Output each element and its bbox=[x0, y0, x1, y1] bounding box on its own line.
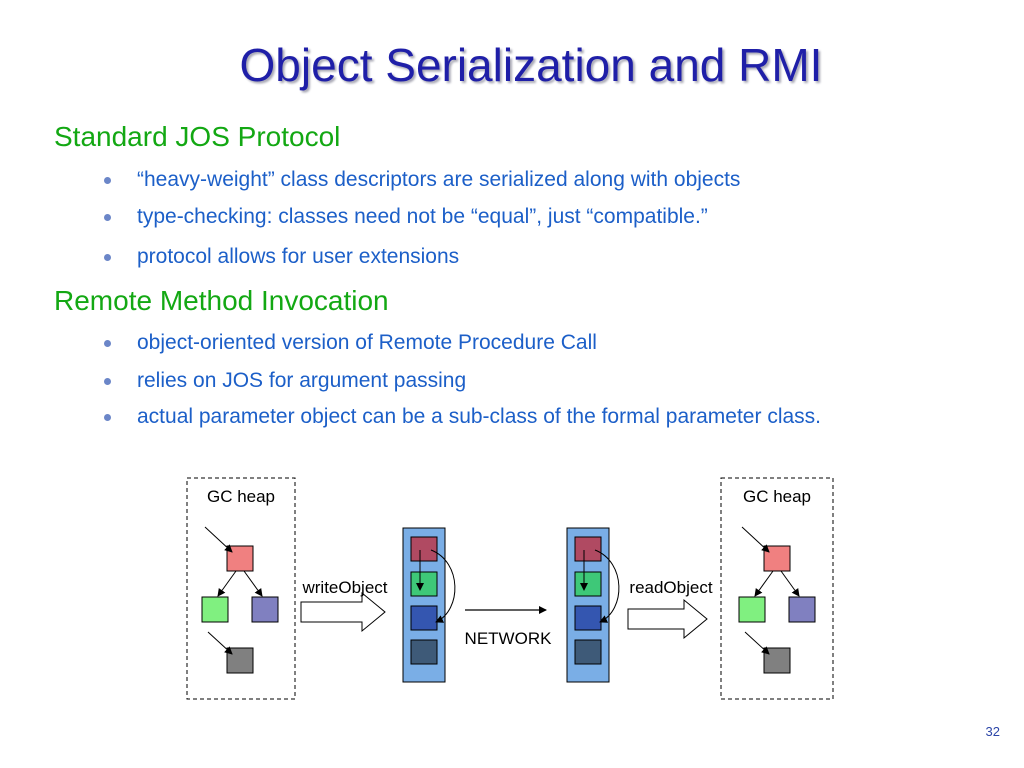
read-object-arrow: readObject bbox=[627, 578, 713, 640]
stream-cell bbox=[574, 536, 602, 562]
bullet-dot-icon bbox=[104, 378, 111, 385]
heap-object-red bbox=[226, 545, 254, 572]
reference-arrow bbox=[744, 631, 770, 655]
bullet-dot-icon bbox=[104, 214, 111, 221]
left-gc-heap: GC heap bbox=[186, 477, 296, 700]
heap-object-gray bbox=[226, 647, 254, 674]
heap-label: GC heap bbox=[743, 487, 811, 506]
read-object-label: readObject bbox=[629, 578, 712, 597]
heap-object-green bbox=[738, 596, 766, 623]
reference-arrow bbox=[741, 526, 770, 553]
network-link: NETWORK bbox=[465, 606, 553, 648]
heap-object-green bbox=[201, 596, 229, 623]
network-label: NETWORK bbox=[465, 629, 553, 648]
stream-cell bbox=[574, 571, 602, 597]
heap-object-purple bbox=[251, 596, 279, 623]
block-arrow-icon bbox=[627, 598, 708, 640]
reference-arrow bbox=[204, 526, 233, 553]
heap-object-red bbox=[763, 545, 791, 572]
bullet-dot-icon bbox=[104, 177, 111, 184]
bullet-dot-icon bbox=[104, 254, 111, 261]
stream-cell bbox=[410, 639, 438, 665]
left-byte-stream bbox=[402, 527, 456, 683]
reference-arrow bbox=[207, 631, 233, 655]
stream-cell bbox=[410, 605, 438, 631]
heap-label: GC heap bbox=[207, 487, 275, 506]
write-object-label: writeObject bbox=[301, 578, 387, 597]
bullet-dot-icon bbox=[104, 414, 111, 421]
write-object-arrow: writeObject bbox=[300, 578, 388, 633]
section-heading-rmi: Remote Method Invocation bbox=[54, 285, 389, 316]
section-heading-jos: Standard JOS Protocol bbox=[54, 121, 341, 152]
stream-cell bbox=[410, 571, 438, 597]
heap-object-gray bbox=[763, 647, 791, 674]
reference-arrow bbox=[780, 570, 800, 597]
stream-cell bbox=[574, 605, 602, 631]
reference-arrow bbox=[594, 549, 620, 623]
right-gc-heap: GC heap bbox=[720, 477, 834, 700]
reference-arrow bbox=[243, 570, 263, 597]
stream-cell bbox=[574, 639, 602, 665]
heap-object-purple bbox=[788, 596, 816, 623]
stream-cell bbox=[410, 536, 438, 562]
reference-arrow bbox=[217, 570, 237, 597]
reference-arrow bbox=[430, 549, 456, 623]
heap-boundary bbox=[186, 477, 296, 700]
slide-number: 32 bbox=[985, 724, 1000, 739]
heap-boundary bbox=[720, 477, 834, 700]
slide-title: Object Serialization and RMI bbox=[239, 39, 823, 91]
reference-arrow bbox=[754, 570, 774, 597]
bullet-dot-icon bbox=[104, 340, 111, 347]
block-arrow-icon bbox=[300, 591, 386, 633]
right-byte-stream bbox=[566, 527, 620, 683]
